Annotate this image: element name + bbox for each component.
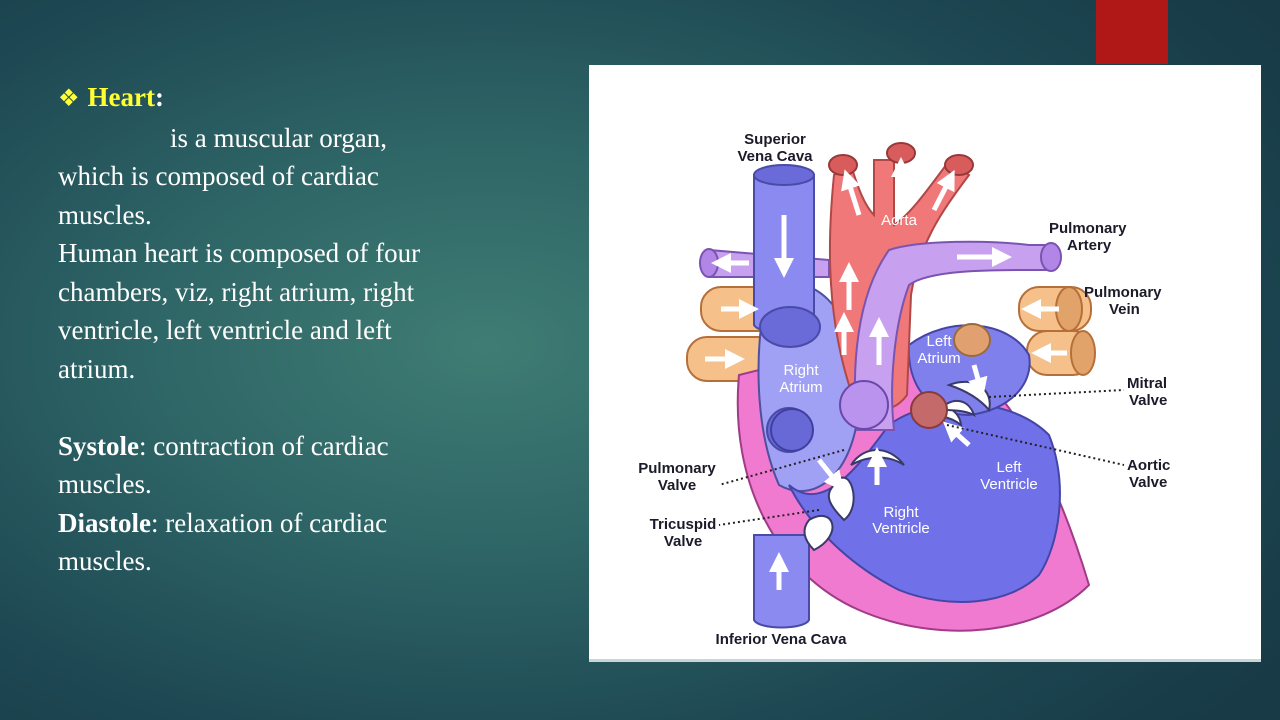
- label-left-ventricle-1: Left: [996, 459, 1022, 476]
- diastole-definition: : relaxation of cardiac: [150, 507, 388, 538]
- leader-lines: [718, 389, 1125, 526]
- systole-definition: : contraction of cardiac: [139, 430, 389, 461]
- label-aortic-valve-1: Aortic: [1127, 457, 1170, 474]
- heart-diagram-frame: Superior Vena Cava Aorta Pulmonary Arter…: [589, 65, 1261, 662]
- systole-term: Systole: [58, 430, 139, 461]
- heading-line: ❖ Heart:: [58, 78, 558, 119]
- label-pulmonary-artery-2: Artery: [1067, 237, 1112, 254]
- label-aorta: Aorta: [881, 212, 918, 229]
- paragraph-line-3: muscles.: [58, 199, 152, 230]
- diastole-line: Diastole: relaxation of cardiac: [58, 504, 558, 543]
- label-right-ventricle-2: Ventricle: [872, 520, 930, 537]
- label-mitral-valve-2: Valve: [1129, 392, 1167, 409]
- heading-heart: Heart: [87, 82, 155, 112]
- accent-bar: [1096, 0, 1168, 64]
- heading-colon: :: [154, 82, 164, 112]
- label-left-ventricle-2: Ventricle: [980, 476, 1038, 493]
- label-left-atrium-2: Atrium: [917, 350, 960, 367]
- label-tricuspid-valve-2: Valve: [664, 533, 702, 550]
- systole-line: Systole: contraction of cardiac: [58, 427, 558, 466]
- label-pulmonary-artery-1: Pulmonary: [1049, 220, 1127, 237]
- label-pulmonary-vein-1: Pulmonary: [1084, 284, 1162, 301]
- label-pulmonary-vein-2: Vein: [1109, 301, 1140, 318]
- paragraph-line-6: ventricle, left ventricle and left: [58, 315, 392, 345]
- label-right-ventricle-1: Right: [883, 504, 919, 521]
- systole-line-2: muscles.: [58, 469, 152, 499]
- label-inferior-vena-cava: Inferior Vena Cava: [716, 631, 848, 648]
- paragraph-line-5: chambers, viz, right atrium, right: [58, 276, 415, 307]
- label-superior-vena-cava-2: Vena Cava: [737, 148, 813, 165]
- paragraph-line-2: which is composed of cardiac: [58, 161, 379, 191]
- diastole-term: Diastole: [58, 507, 151, 538]
- diamond-bullet-icon: ❖: [58, 86, 80, 112]
- paragraph-line-1: is a muscular organ,: [170, 122, 387, 153]
- slide-text: ❖ Heart: is a muscular organ, which is co…: [58, 78, 558, 581]
- heart-diagram: Superior Vena Cava Aorta Pulmonary Arter…: [638, 131, 1170, 648]
- label-mitral-valve-1: Mitral: [1127, 375, 1167, 392]
- label-tricuspid-valve-1: Tricuspid: [650, 516, 717, 533]
- label-aortic-valve-2: Valve: [1129, 474, 1167, 491]
- label-pulmonary-valve-2: Valve: [658, 477, 696, 494]
- ventricles-shape: [788, 402, 1061, 603]
- label-superior-vena-cava-1: Superior: [744, 131, 806, 148]
- paragraph-line-7: atrium.: [58, 353, 136, 384]
- label-left-atrium-1: Left: [926, 333, 952, 350]
- label-right-atrium-2: Atrium: [779, 379, 822, 396]
- label-right-atrium-1: Right: [783, 362, 819, 379]
- label-pulmonary-valve-1: Pulmonary: [638, 460, 716, 477]
- flow-arrows: [705, 157, 1067, 590]
- diastole-line-2: muscles.: [58, 546, 152, 576]
- paragraph-line-4: Human heart is composed of four: [58, 238, 421, 268]
